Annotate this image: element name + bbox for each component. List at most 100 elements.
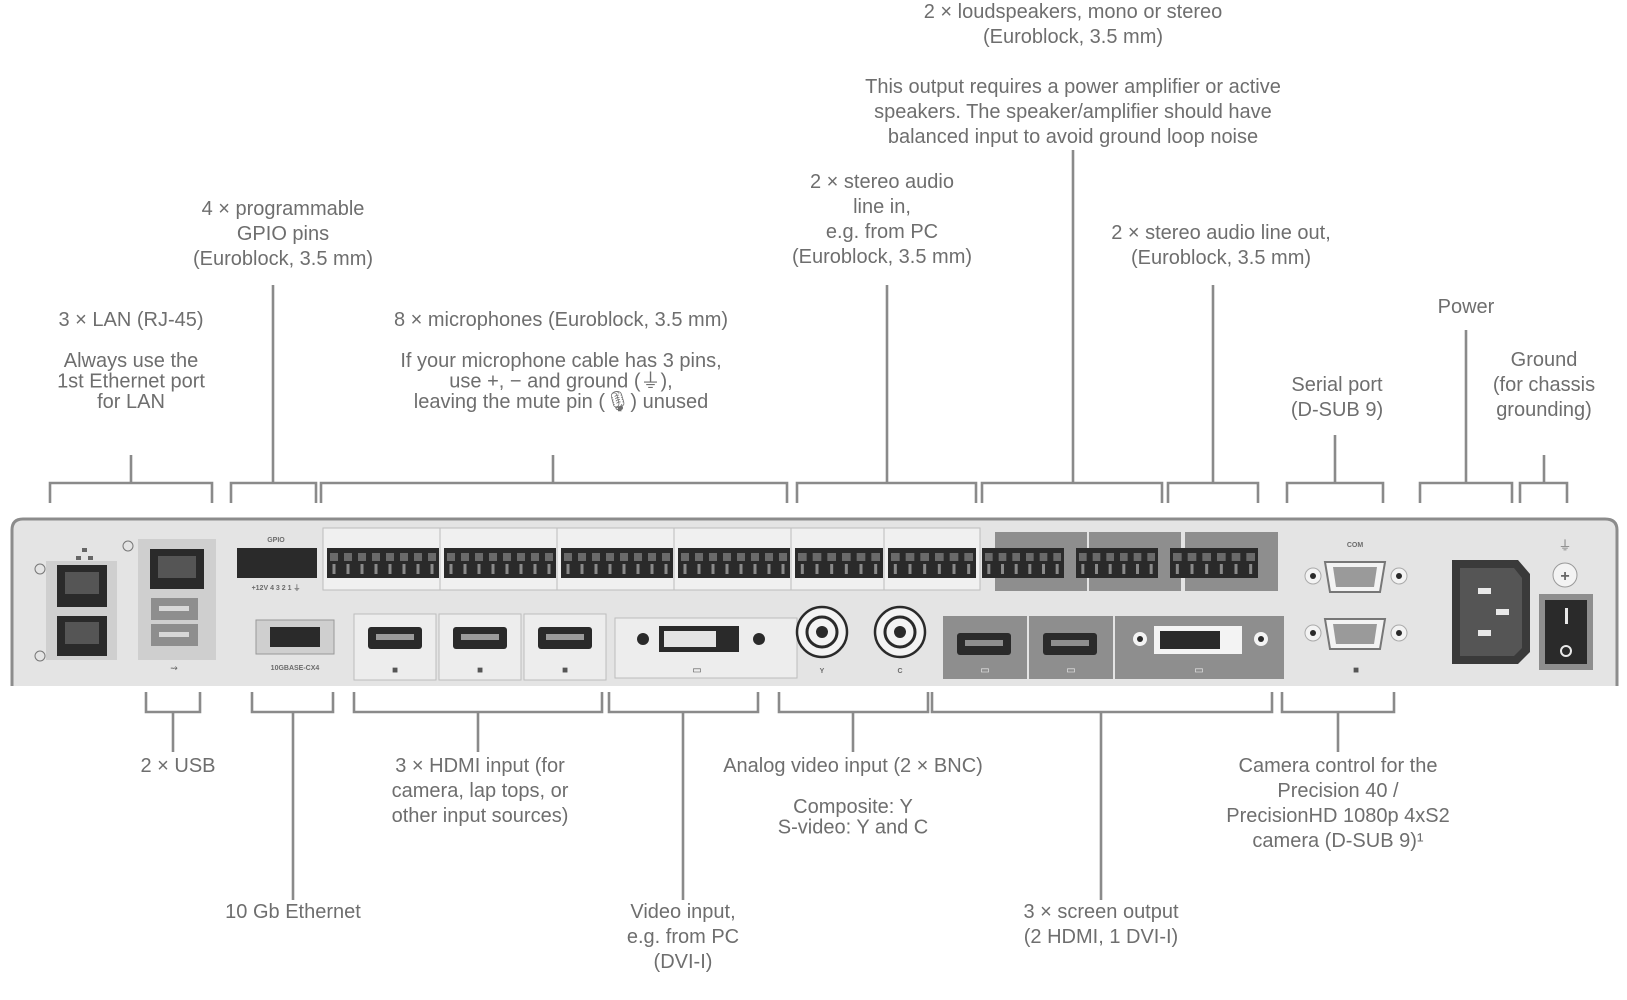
bnc-bracket (777, 692, 930, 752)
callout-line: other input sources) (392, 805, 569, 827)
hdmi-input-3[interactable]: ■ (523, 613, 607, 681)
line-out-connector[interactable] (1170, 548, 1258, 578)
euroblock-connectors (322, 527, 1258, 591)
hdmi-output-2[interactable]: ▭ (1043, 633, 1097, 676)
callout-line: 3 × HDMI input (for (395, 755, 565, 777)
hdmi-input-2[interactable]: ■ (438, 613, 522, 681)
port-number-2-icon (34, 650, 46, 662)
camera-icon: ■ (1353, 665, 1359, 676)
screen-output-bracket (930, 692, 1274, 900)
callout-line: Precision 40 / (1277, 780, 1399, 802)
dvi-input-bracket (607, 692, 760, 900)
usb-ports[interactable]: ⇝ (151, 598, 198, 673)
callout-line: (DVI-I) (654, 951, 713, 973)
callout-line: Video input, (630, 901, 735, 923)
callout-line: (2 HDMI, 1 DVI-I) (1024, 926, 1178, 948)
callout-line: e.g. from PC (826, 221, 938, 243)
callout-line: leaving the mute pin (🎙) unused (414, 391, 708, 413)
hdmi-input-1[interactable]: ■ (353, 613, 437, 681)
callout-line: Power (1438, 296, 1495, 318)
ground-terminal[interactable]: ⏚ + (1552, 538, 1578, 588)
com-port[interactable]: COM (1304, 542, 1408, 593)
mic-connector-7-8[interactable] (673, 527, 795, 591)
callout-line: Always use the (64, 350, 199, 372)
line-in-connector-1[interactable] (790, 527, 888, 591)
hdmi-output-1[interactable]: ▭ (957, 633, 1011, 676)
line-out-bracket (1166, 285, 1260, 503)
callout-line: 3 × LAN (RJ-45) (58, 309, 203, 331)
camera-control-port[interactable]: ■ (1304, 618, 1408, 676)
bnc-c-label: C (897, 668, 902, 675)
bnc-c[interactable]: C (873, 605, 927, 675)
callout-usb: 2 × USB (140, 755, 215, 777)
callout-line: 2 × USB (140, 755, 215, 777)
network-icon (76, 548, 93, 560)
cx4-bracket (250, 692, 335, 900)
ground-bracket (1518, 455, 1569, 503)
callout-ethernet-10g: 10 Gb Ethernet (225, 901, 361, 923)
gpio-bracket (229, 285, 318, 503)
loudspeaker-connector-1[interactable] (982, 548, 1064, 578)
callout-line: 8 × microphones (Euroblock, 3.5 mm) (394, 309, 728, 331)
callout-loudspeakers: 2 × loudspeakers, mono or stereo(Euroblo… (865, 1, 1281, 148)
camera-icon: ■ (392, 665, 398, 676)
camera-icon: ■ (477, 665, 483, 676)
callout-line: (Euroblock, 3.5 mm) (792, 246, 972, 268)
callout-line: (for chassis (1493, 374, 1595, 396)
mic-connector-3-4[interactable] (439, 527, 561, 591)
callout-line: PrecisionHD 1080p 4xS2 (1226, 805, 1449, 827)
callout-line: Ground (1511, 349, 1578, 371)
port-number-1-icon (34, 563, 46, 575)
port-number-3-icon (122, 540, 134, 552)
callout-line: balanced input to avoid ground loop nois… (888, 126, 1258, 148)
com-label: COM (1347, 542, 1364, 549)
mic-connector-5-6[interactable] (556, 527, 678, 591)
callout-analog-video: Analog video input (2 × BNC)Composite: Y… (723, 755, 983, 839)
lan-port-3[interactable] (150, 549, 204, 589)
callout-line: 4 × programmable (202, 198, 365, 220)
power-switch[interactable] (1539, 594, 1593, 670)
gpio-block[interactable]: GPIO +12V 4 3 2 1 ⏚ (237, 537, 317, 592)
lan-port-1[interactable] (57, 565, 107, 607)
callout-line: Composite: Y (793, 796, 913, 818)
callout-line: GPIO pins (237, 223, 329, 245)
callout-line: (Euroblock, 3.5 mm) (1131, 247, 1311, 269)
power-bracket (1418, 330, 1514, 503)
callout-line: (D-SUB 9) (1291, 399, 1383, 421)
mic-connector-1-2[interactable] (322, 527, 444, 591)
lan-bracket (48, 455, 214, 503)
lan-port-2[interactable] (57, 616, 107, 656)
callout-line: If your microphone cable has 3 pins, (400, 350, 721, 372)
power-socket[interactable] (1452, 560, 1530, 664)
callout-line: (Euroblock, 3.5 mm) (983, 26, 1163, 48)
callout-line: e.g. from PC (627, 926, 739, 948)
dvi-input[interactable]: ▭ (614, 617, 798, 679)
bnc-y[interactable]: Y (795, 605, 849, 675)
loudspeaker-connector-2[interactable] (1076, 548, 1158, 578)
callout-stereo-out: 2 × stereo audio line out,(Euroblock, 3.… (1111, 222, 1331, 269)
callout-line: camera (D-SUB 9)¹ (1252, 830, 1423, 852)
line-in-connector-2[interactable] (883, 527, 981, 591)
callout-serial: Serial port(D-SUB 9) (1291, 374, 1383, 421)
leader-lines (48, 150, 1569, 900)
callout-line: 3 × screen output (1023, 901, 1179, 923)
loudspeaker-bracket (980, 150, 1164, 503)
callout-line: Camera control for the (1239, 755, 1438, 777)
callout-line: speakers. The speaker/amplifier should h… (874, 101, 1272, 123)
dvi-output[interactable]: ▭ (1133, 626, 1268, 676)
callout-screen-output: 3 × screen output (2 HDMI, 1 DVI-I) (1023, 901, 1179, 948)
cx4-port[interactable]: 10GBASE-CX4 (255, 619, 335, 672)
monitor-icon: ▭ (1194, 665, 1203, 676)
callout-line: S-video: Y and C (778, 817, 928, 839)
bnc-y-label: Y (820, 668, 825, 675)
hdmi-inputs: ■ ■ ■ (353, 613, 607, 681)
plus-icon: + (1560, 568, 1569, 585)
mic-bracket (319, 455, 789, 503)
callout-line: line in, (853, 196, 911, 218)
